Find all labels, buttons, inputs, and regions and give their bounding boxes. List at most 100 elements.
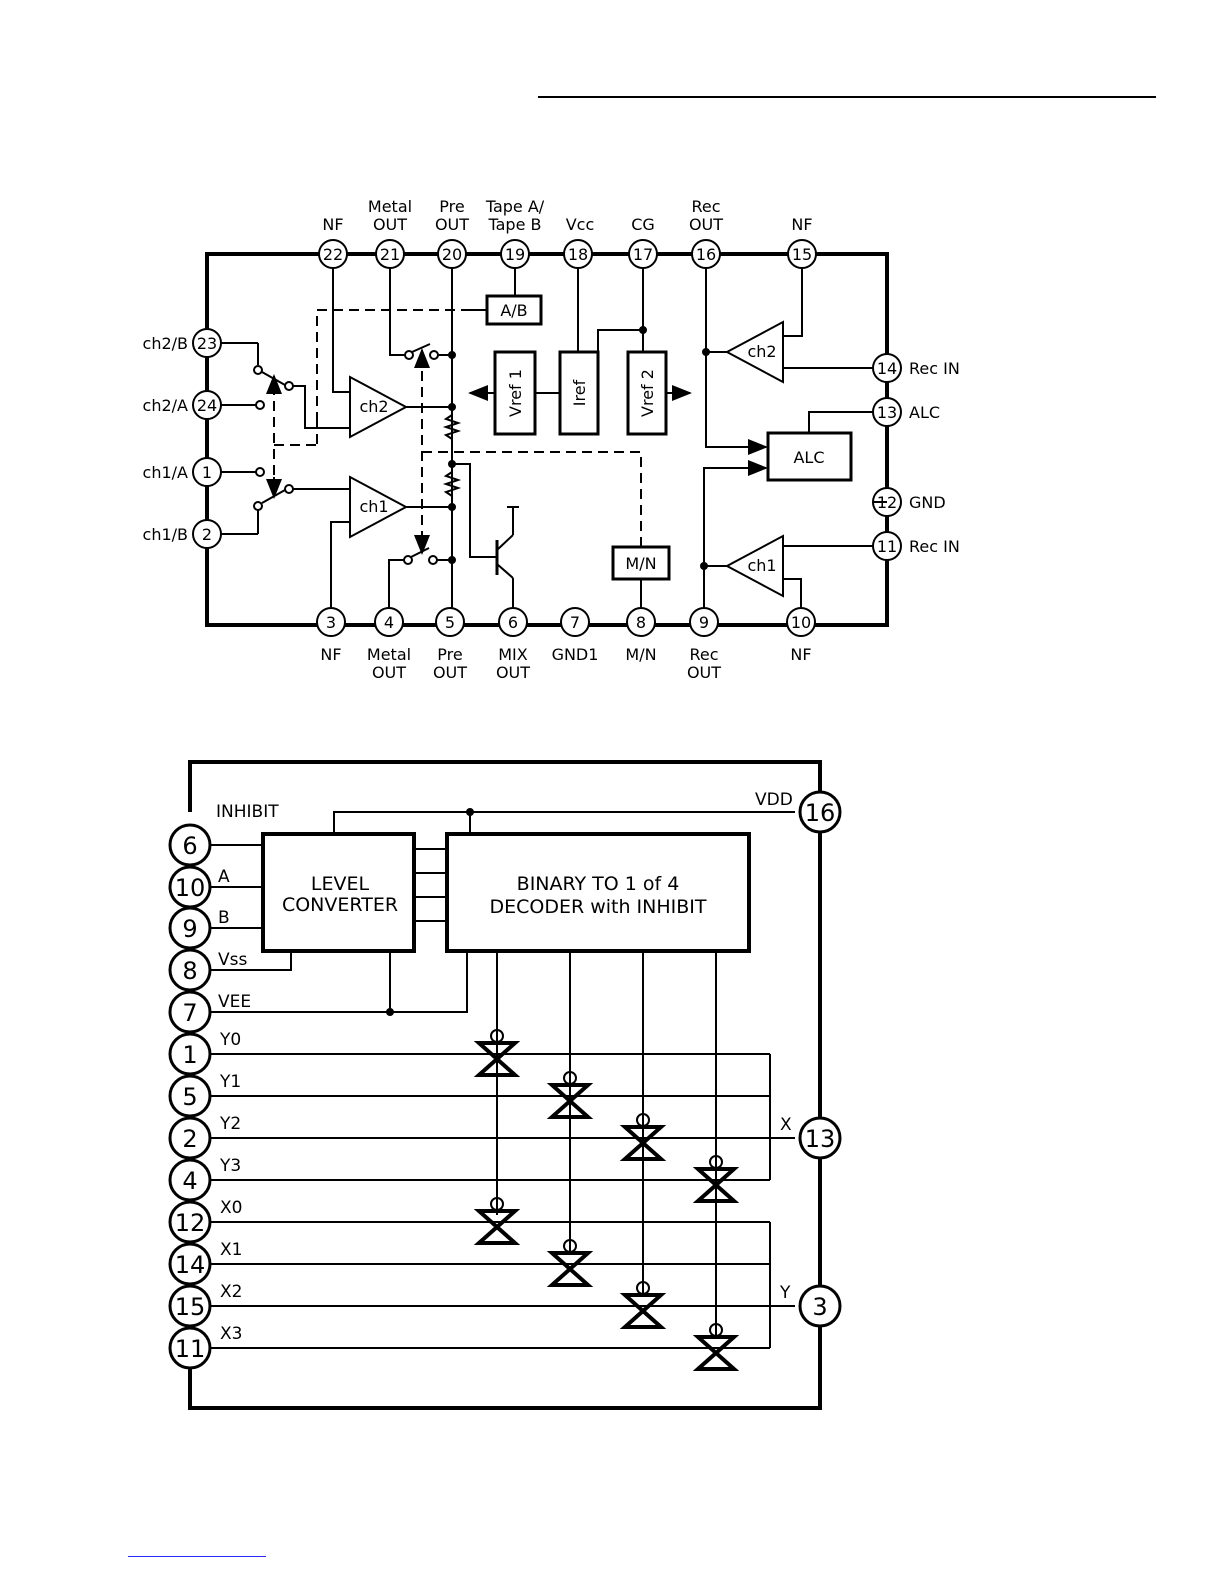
pin2-9 [168, 906, 212, 950]
pin-label-7: GND1 [552, 645, 599, 664]
pin2-num-5: 5 [182, 1083, 197, 1111]
amp-ch1-left-label: ch1 [359, 497, 388, 516]
pin2-2 [168, 1116, 212, 1160]
pin-num-4: 4 [384, 613, 394, 632]
pin-label-16b: OUT [689, 215, 723, 234]
pin2-16 [798, 790, 842, 834]
pin2-label-x1: X1 [220, 1240, 242, 1260]
pin-label-5a: Pre [437, 645, 462, 664]
pin-label-3: NF [320, 645, 341, 664]
pin-num-15: 15 [792, 245, 812, 264]
amp-ch2-left-label: ch2 [359, 397, 388, 416]
pin-num-21: 21 [380, 245, 400, 264]
switch-x0 [473, 1197, 521, 1245]
pin-label-17: CG [631, 215, 655, 234]
ic1-control-lines [273, 309, 642, 548]
alc-block-label: ALC [793, 448, 824, 467]
ic2-pins [168, 790, 842, 1370]
pin-label-6b: OUT [496, 663, 530, 682]
pin2-num-6: 6 [182, 832, 197, 860]
pin-label-21a: Metal [368, 197, 412, 216]
level-converter-line2: CONVERTER [282, 894, 398, 916]
pin-label-22: NF [322, 215, 343, 234]
switch-y1 [546, 1071, 594, 1119]
pin-label-13: ALC [909, 403, 940, 422]
footer-link-underline [128, 1556, 266, 1557]
pin-label-20b: OUT [435, 215, 469, 234]
pin-label-18: Vcc [566, 215, 595, 234]
ic2-package-outline [188, 760, 822, 1410]
pin-label-8: M/N [625, 645, 656, 664]
pin-num-8: 8 [636, 613, 646, 632]
pin2-label-vss: Vss [218, 950, 247, 970]
pin2-num-8: 8 [182, 957, 197, 985]
ic1-arrows [266, 348, 430, 555]
pin-label-9b: OUT [687, 663, 721, 682]
pin2-num-13: 13 [805, 1125, 836, 1153]
amp-ch2-right-label: ch2 [747, 342, 776, 361]
ic2-labels: INHIBIT LEVEL CONVERTER BINARY TO 1 of 4… [175, 790, 836, 1363]
amp-ch1-right-label: ch1 [747, 556, 776, 575]
pin-num-5: 5 [445, 613, 455, 632]
pin-num-9: 9 [699, 613, 709, 632]
pin-num-16: 16 [696, 245, 716, 264]
pin-num-11: 11 [877, 537, 897, 556]
pin2-num-15: 15 [175, 1293, 206, 1321]
pin-label-11: Rec IN [909, 537, 960, 556]
iref-label: Iref [570, 379, 589, 406]
pin-7 [560, 607, 590, 637]
pin2-num-10: 10 [175, 874, 206, 902]
pin-num-17: 17 [633, 245, 653, 264]
pin-label-19a: Tape A/ [485, 197, 545, 216]
preamp-block-diagram [192, 239, 902, 637]
decoder-line1: BINARY TO 1 of 4 [517, 873, 680, 895]
ic1-package-outline [205, 252, 889, 627]
pin2-7 [168, 990, 212, 1034]
pin-label-5b: OUT [433, 663, 467, 682]
pin2-num-16: 16 [805, 799, 836, 827]
level-converter-line1: LEVEL [311, 873, 370, 895]
pin-num-10: 10 [791, 613, 811, 632]
pin-num-22: 22 [323, 245, 343, 264]
pin-label-10: NF [790, 645, 811, 664]
pin-num-24: 24 [197, 396, 217, 415]
pin2-label-x3: X3 [220, 1324, 242, 1344]
pin-num-3: 3 [326, 613, 336, 632]
ic1-labels: 22 21 20 19 18 17 16 15 NF Metal OUT Pre… [143, 197, 960, 682]
pin2-num-7: 7 [182, 999, 197, 1027]
pin2-6 [168, 823, 212, 867]
pin-num-6: 6 [508, 613, 518, 632]
bottom-pins [316, 607, 816, 637]
pin2-5 [168, 1074, 212, 1118]
pin2-11 [168, 1326, 212, 1370]
pin2-label-y3: Y3 [219, 1156, 241, 1176]
pin2-label-y1: Y1 [219, 1072, 241, 1092]
pin2-num-1: 1 [182, 1041, 197, 1069]
pin2-15 [168, 1284, 212, 1328]
pin-label-12: GND [909, 493, 946, 512]
pin2-label-y2: Y2 [219, 1114, 241, 1134]
pin-label-16a: Rec [691, 197, 720, 216]
top-pins [318, 239, 817, 269]
switch-x3 [692, 1323, 740, 1371]
header-rule [538, 96, 1156, 98]
switch-x2 [619, 1281, 667, 1329]
mn-block-label: M/N [625, 554, 656, 573]
pin-num-19: 19 [505, 245, 525, 264]
pin2-1 [168, 1032, 212, 1076]
pin-num-20: 20 [442, 245, 462, 264]
pin-label-19b: Tape B [488, 215, 542, 234]
pin-label-4b: OUT [372, 663, 406, 682]
pin-num-7: 7 [570, 613, 580, 632]
pin2-label-x2: X2 [220, 1282, 242, 1302]
analog-mux-diagram [168, 760, 842, 1410]
inhibit-label: INHIBIT [216, 802, 279, 822]
right-pins [872, 353, 902, 561]
switch-y2 [619, 1113, 667, 1161]
pin-label-4a: Metal [367, 645, 411, 664]
pin2-12 [168, 1200, 212, 1244]
pin2-num-2: 2 [182, 1125, 197, 1153]
pin2-label-x: X [780, 1115, 792, 1135]
pin-num-13: 13 [877, 403, 897, 422]
